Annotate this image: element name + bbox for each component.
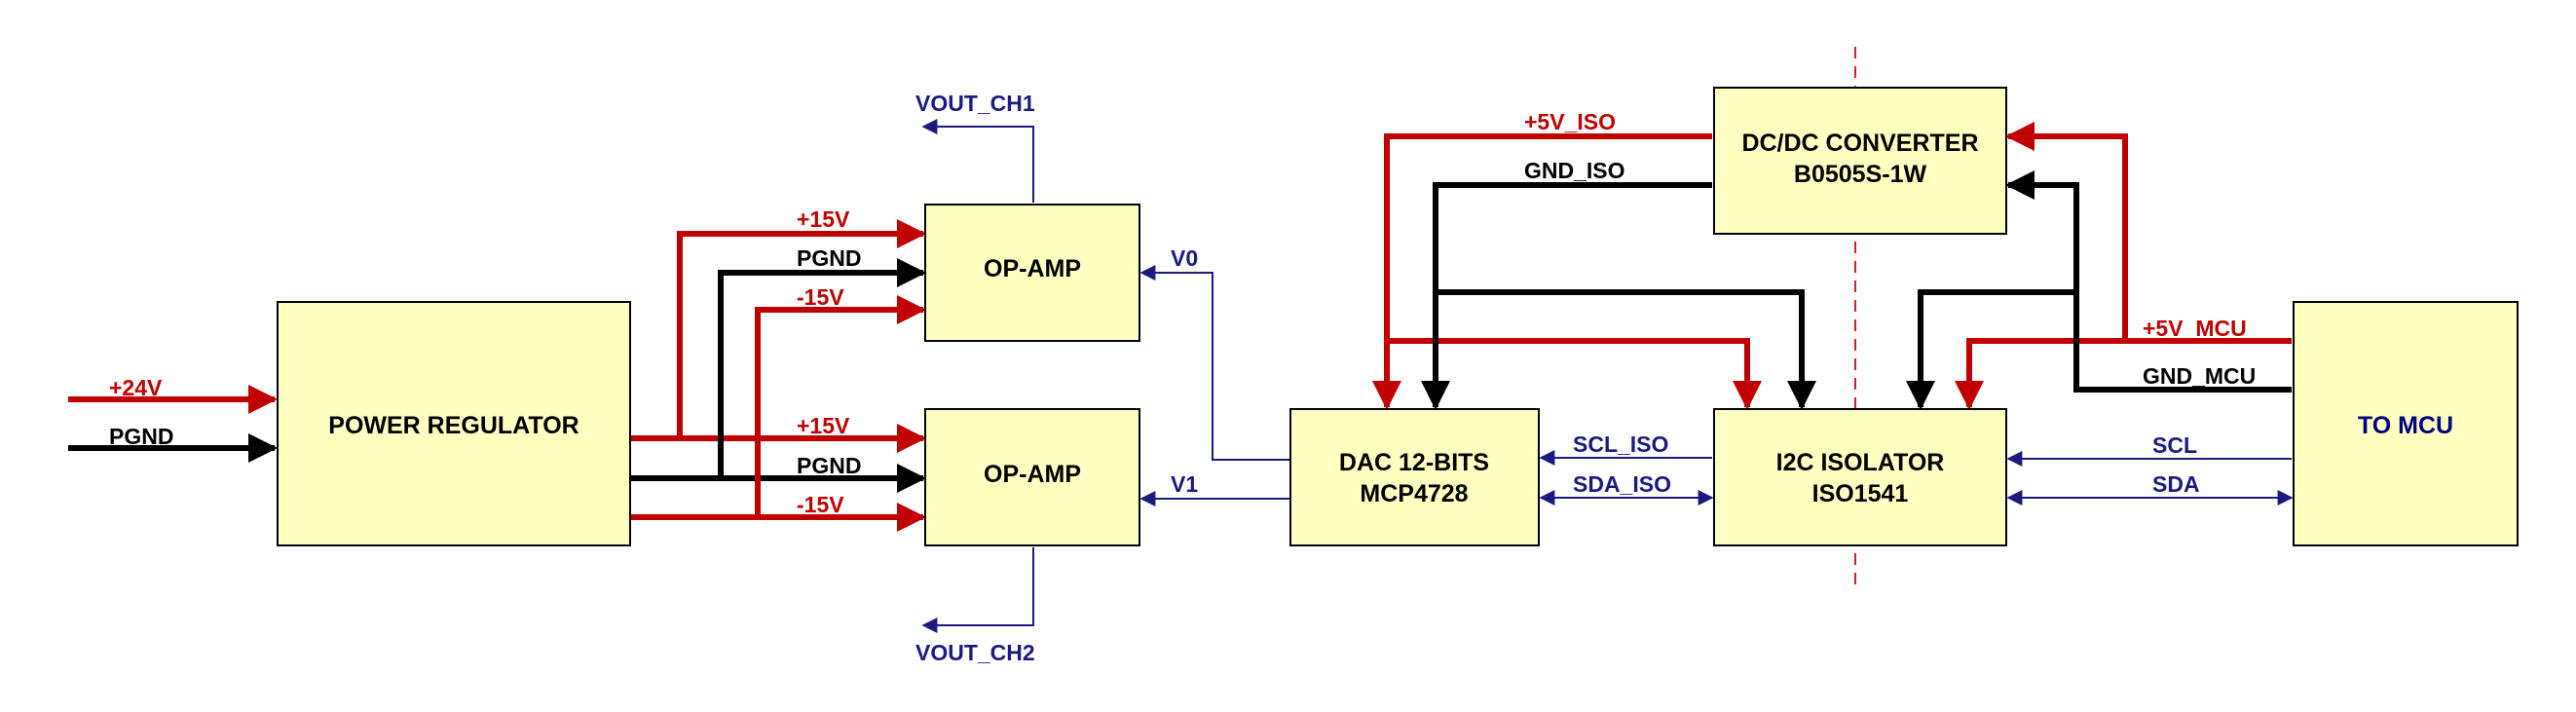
label-15v-opamp2: +15V — [797, 413, 850, 438]
iso-supply-wires — [1372, 133, 1816, 410]
input-wires — [68, 385, 278, 463]
dcdc-label-line1: DC/DC CONVERTER — [1741, 130, 1978, 157]
signal-wires-analog — [921, 119, 1289, 633]
label-v1: V1 — [1171, 471, 1198, 497]
isolator-label-line2: ISO1541 — [1812, 480, 1909, 507]
dac-label-line2: MCP4728 — [1360, 480, 1468, 507]
label-gnd-iso: GND_ISO — [1524, 158, 1625, 183]
label-n15v-opamp2: -15V — [797, 492, 844, 517]
wire-pgnd-opamp1 — [631, 258, 926, 481]
opamp-1-label: OP-AMP — [984, 255, 1081, 282]
wire-gnd-mcu-isolator — [1906, 289, 2076, 410]
label-gnd-mcu: GND_MCU — [2143, 363, 2256, 389]
mcu-supply-wires — [1906, 122, 2292, 410]
label-5v-mcu: +5V_MCU — [2143, 316, 2247, 341]
label-15v-opamp1: +15V — [797, 206, 850, 232]
power-regulator-block: POWER REGULATOR — [277, 301, 631, 546]
label-scl: SCL — [2152, 432, 2197, 458]
wire-v0 — [1139, 265, 1289, 461]
net-labels: +24V PGND +15V PGND -15V +15V PGND -15V … — [109, 91, 2256, 665]
wire-vout-ch1 — [921, 119, 1034, 203]
wire-5v-mcu-isolator — [1955, 338, 2125, 410]
label-v0: V0 — [1171, 245, 1198, 271]
label-sda: SDA — [2152, 471, 2200, 497]
label-pgnd-opamp1: PGND — [797, 245, 861, 271]
label-pgnd-opamp2: PGND — [797, 453, 861, 478]
wire-gnd-mcu-dcdc — [2005, 170, 2292, 393]
label-sda-iso: SDA_ISO — [1573, 471, 1671, 497]
label-vout-ch2: VOUT_CH2 — [915, 640, 1035, 665]
power-regulator-label: POWER REGULATOR — [328, 412, 579, 439]
i2c-isolator-block: I2C ISOLATOR ISO1541 — [1713, 408, 2007, 546]
dcdc-label-line2: B0505S-1W — [1794, 161, 1927, 188]
opamp-2-block: OP-AMP — [924, 408, 1140, 546]
opamp-supply-wires — [631, 219, 926, 532]
wire-15v-opamp1 — [631, 219, 926, 441]
wire-5v-mcu-dcdc — [2005, 122, 2292, 344]
label-5v-iso: +5V_ISO — [1524, 109, 1616, 134]
label-scl-iso: SCL_ISO — [1573, 431, 1668, 457]
wire-gnd-iso-isolator — [1436, 289, 1816, 410]
dcdc-converter-block: DC/DC CONVERTER B0505S-1W — [1713, 87, 2007, 235]
isolator-label-line1: I2C ISOLATOR — [1776, 449, 1945, 476]
label-pgnd-input: PGND — [109, 424, 173, 449]
wire-5v-iso-isolator — [1387, 338, 1762, 410]
wire-vout-ch2 — [921, 547, 1034, 633]
mcu-block: TO MCU — [2293, 301, 2519, 546]
wire-n15v-opamp1 — [631, 295, 926, 520]
dac-block: DAC 12-BITS MCP4728 — [1289, 408, 1540, 546]
label-n15v-opamp1: -15V — [797, 284, 844, 310]
label-vout-ch1: VOUT_CH1 — [915, 91, 1035, 116]
dac-label-line1: DAC 12-BITS — [1339, 449, 1489, 476]
wire-5v-iso-dac — [1372, 133, 1712, 410]
opamp-2-label: OP-AMP — [984, 461, 1081, 488]
opamp-1-block: OP-AMP — [924, 204, 1140, 342]
wire-gnd-iso-dac — [1421, 182, 1712, 410]
i2c-wires — [1539, 450, 2294, 506]
mcu-label: TO MCU — [2358, 412, 2453, 439]
label-24v: +24V — [109, 375, 163, 400]
